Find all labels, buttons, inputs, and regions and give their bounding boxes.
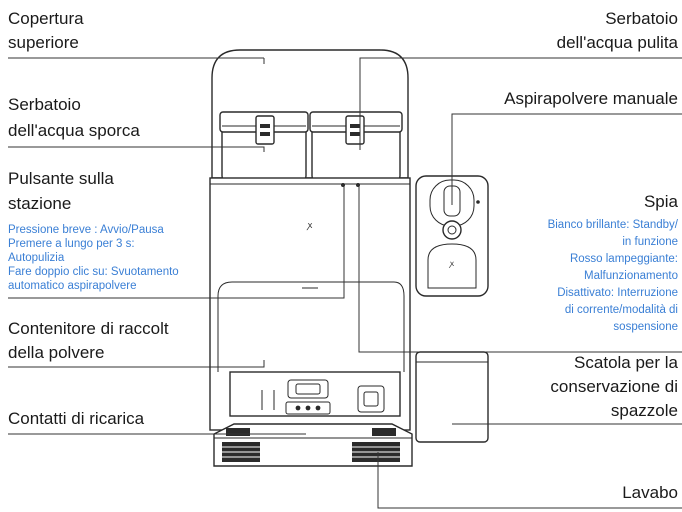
station-button-desc-2: Premere a lungo per 3 s: <box>8 238 135 250</box>
indicator-desc-5: Disattivato: Interruzione <box>557 287 678 299</box>
label-top-cover-1: Copertura <box>8 9 84 28</box>
label-sink: Lavabo <box>622 483 678 502</box>
label-clean-tank-1: Serbatoio <box>605 9 678 28</box>
station-button-desc-4: Fare doppio clic su: Svuotamento <box>8 266 179 278</box>
label-dust-container-2: della polvere <box>8 343 104 362</box>
label-brush-box-1: Scatola per la <box>574 353 678 372</box>
label-station-button-2: stazione <box>8 194 71 213</box>
label-dirty-tank-1: Serbatoio <box>8 95 81 114</box>
station-button-desc-3: Autopulizia <box>8 252 65 264</box>
label-top-cover-2: superiore <box>8 33 79 52</box>
leader-lines <box>8 57 682 509</box>
label-handheld-vacuum: Aspirapolvere manuale <box>504 89 678 108</box>
label-brush-box-2: conservazione di <box>550 377 678 396</box>
dust-container-shape <box>217 281 405 372</box>
indicator-light <box>476 200 480 204</box>
label-brush-box-3: spazzole <box>611 401 678 420</box>
label-dirty-tank-2: dell'acqua sporca <box>8 121 140 140</box>
indicator-desc-3: Rosso lampeggiante: <box>570 253 678 265</box>
label-clean-tank-2: dell'acqua pulita <box>557 33 679 52</box>
station-button-desc-5: automatico aspirapolvere <box>8 280 137 292</box>
label-charging-contacts: Contatti di ricarica <box>8 409 145 428</box>
label-dust-container-1: Contenitore di raccolt <box>8 319 169 338</box>
charging-contacts-shape <box>285 401 331 415</box>
station-button-desc-1: Pressione breve : Avvio/Pausa <box>8 224 164 236</box>
clean-tank-handle <box>345 115 365 145</box>
dirty-tank-handle <box>255 115 275 145</box>
svg-text:ꭗ: ꭗ <box>306 221 313 231</box>
indicator-desc-6: di corrente/modalità di <box>565 304 678 316</box>
label-station-button-1: Pulsante sulla <box>8 169 114 188</box>
indicator-desc-4: Malfunzionamento <box>584 270 678 282</box>
brush-box-shape <box>415 351 489 443</box>
svg-text:ꭗ: ꭗ <box>448 259 455 268</box>
indicator-desc-7: sospensione <box>613 321 678 333</box>
indicator-desc-2: in funzione <box>622 236 678 248</box>
indicator-desc-1: Bianco brillante: Standby/ <box>548 219 679 231</box>
label-indicator: Spia <box>644 192 679 211</box>
